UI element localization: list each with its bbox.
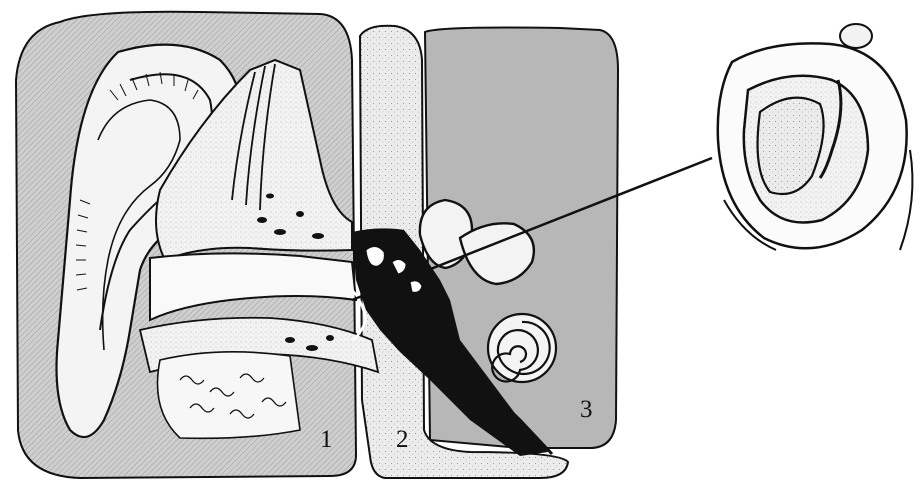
cochlea	[488, 314, 556, 382]
region-label-inner-ear: 3	[580, 396, 593, 423]
parotid-tissue	[158, 352, 301, 439]
region-label-middle-ear: 2	[396, 426, 409, 453]
magnified-eardrum	[718, 24, 913, 250]
region-label-outer-ear: 1	[320, 426, 333, 453]
